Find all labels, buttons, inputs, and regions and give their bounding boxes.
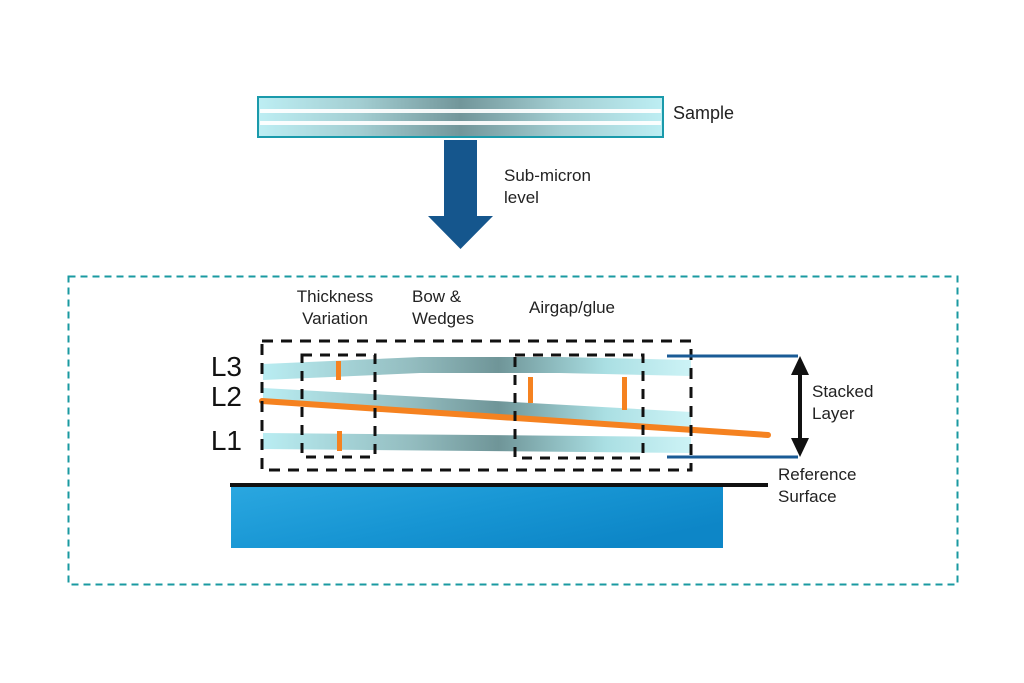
thickness-variation-box — [300, 353, 377, 459]
airgap-tick-right — [622, 377, 627, 410]
layer-strip-l1 — [263, 433, 691, 453]
sample-label: Sample — [673, 103, 735, 123]
stacked-layer-arrow-down-icon — [791, 438, 809, 457]
sample-bar — [257, 96, 664, 138]
layer-label-l2: L2 — [210, 381, 242, 412]
stacked-layer-label: Stacked Layer — [812, 382, 874, 423]
thickness-variation-label: Thickness Variation — [296, 287, 374, 328]
bow-wedges-label: Bow & Wedges — [412, 287, 475, 328]
layer-strip-l3 — [263, 357, 691, 380]
layer-label-l1: L1 — [210, 425, 242, 456]
airgap-tick-left — [528, 377, 533, 403]
layer-label-l3: L3 — [210, 351, 242, 382]
down-arrow-icon — [428, 140, 493, 249]
airgap-glue-box — [513, 353, 645, 460]
stacked-layer-arrow-up-icon — [791, 356, 809, 375]
stack-dashed-box — [260, 339, 693, 472]
sub-micron-level-label: Sub-micron level — [504, 166, 591, 207]
airgap-glue-label: Airgap/glue — [529, 298, 616, 317]
measurement-panel-border — [67, 275, 959, 586]
thickness-tick-l1 — [337, 431, 342, 451]
reference-base-block — [231, 487, 723, 548]
thickness-tick-l3 — [336, 361, 341, 380]
reference-surface-label: Reference Surface — [778, 465, 857, 506]
sample-bar-stripe — [260, 121, 661, 125]
sample-bar-stripe — [260, 109, 661, 113]
